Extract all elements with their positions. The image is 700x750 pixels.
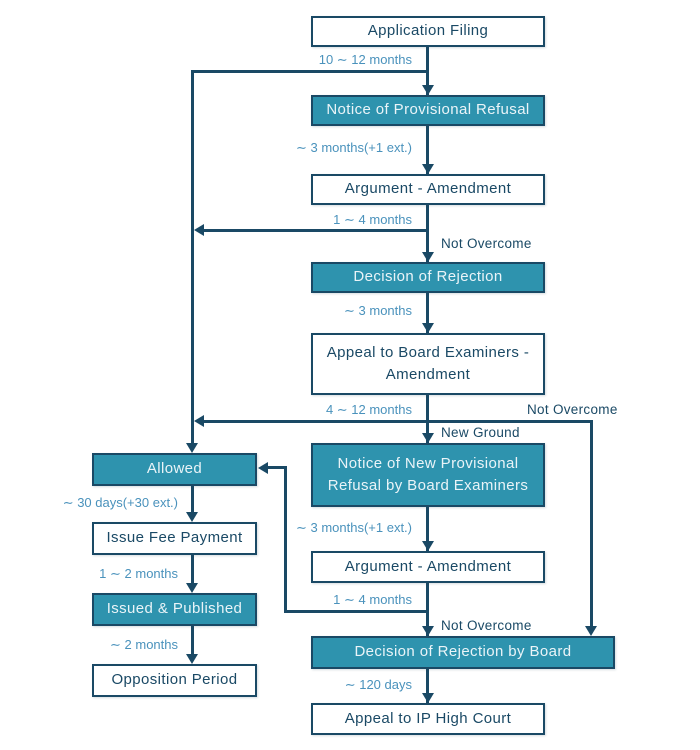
node-label-line2: Refusal by Board Examiners xyxy=(327,477,529,494)
connector-argument2-overcome-up xyxy=(284,466,287,613)
node-label: Decision of Rejection by Board xyxy=(354,643,572,661)
arrow-down-icon xyxy=(186,654,198,664)
node-issued-and-published: Issued & Published xyxy=(92,593,257,626)
node-issue-fee-payment: Issue Fee Payment xyxy=(92,522,257,555)
node-label: Decision of Rejection xyxy=(353,268,503,286)
arrow-down-icon xyxy=(422,626,434,636)
node-label: Notice of Provisional Refusal xyxy=(326,101,530,119)
arrow-down-icon xyxy=(422,252,434,262)
branch-label-not-overcome-3: Not Overcome xyxy=(441,618,532,633)
arrow-down-icon xyxy=(422,693,434,703)
arrow-down-icon xyxy=(422,323,434,333)
arrow-left-icon xyxy=(258,462,268,474)
connector-fee-to-issued xyxy=(191,555,194,585)
connector-argument1-overcome xyxy=(204,229,429,232)
node-opposition-period: Opposition Period xyxy=(92,664,257,697)
branch-label-new-ground: New Ground xyxy=(441,425,520,440)
arrow-down-icon xyxy=(422,164,434,174)
node-notice-of-provisional-refusal: Notice of Provisional Refusal xyxy=(311,95,545,126)
arrow-down-icon xyxy=(422,541,434,551)
edge-label-issued-to-opposition: ∼ 2 months xyxy=(110,637,178,652)
edge-label-refusal-to-argument: ∼ 3 months(+1 ext.) xyxy=(295,140,412,155)
branch-label-not-overcome-1: Not Overcome xyxy=(441,236,532,251)
edge-label-argument-to-decision: 1 ∼ 4 months xyxy=(333,212,412,227)
arrow-down-icon xyxy=(186,443,198,453)
edge-label-fee-to-issued: 1 ∼ 2 months xyxy=(99,566,178,581)
connector-argument1-to-decision xyxy=(426,205,429,262)
node-argument-amendment-1: Argument - Amendment xyxy=(311,174,545,205)
arrow-down-icon xyxy=(585,626,597,636)
node-decision-of-rejection-by-board: Decision of Rejection by Board xyxy=(311,636,615,669)
node-label-line1: Notice of New Provisional xyxy=(337,454,519,472)
edge-label-decision-to-appeal: ∼ 3 months xyxy=(344,303,412,318)
node-label: Allowed xyxy=(146,460,203,478)
node-label: Issued & Published xyxy=(106,600,243,618)
node-label: Application Filing xyxy=(367,22,489,40)
arrow-down-icon xyxy=(422,85,434,95)
connector-argument2-overcome-into-allowed xyxy=(267,466,286,469)
node-label: Issue Fee Payment xyxy=(106,529,243,547)
arrow-down-icon xyxy=(186,512,198,522)
arrow-left-icon xyxy=(194,415,204,427)
connector-issued-to-opposition xyxy=(191,626,194,656)
node-label-line2: Amendment xyxy=(385,366,471,383)
connector-allowed-to-fee xyxy=(191,486,194,514)
arrow-left-icon xyxy=(194,224,204,236)
node-appeal-to-ip-high-court: Appeal to IP High Court xyxy=(311,703,545,735)
node-label-line1: Appeal to Board Examiners - xyxy=(326,343,530,361)
edge-label-allowed-to-fee: ∼ 30 days(+30 ext.) xyxy=(62,495,178,510)
connector-appeal-to-new-refusal xyxy=(426,395,429,443)
edge-label-new-refusal-to-argument2: ∼ 3 months(+1 ext.) xyxy=(295,520,412,535)
connector-filing-branch-left xyxy=(191,70,429,73)
connector-appeal-junction xyxy=(204,420,593,423)
connector-board-decision-to-court xyxy=(426,669,429,703)
node-label: Argument - Amendment xyxy=(344,557,512,575)
branch-label-not-overcome-2: Not Overcome xyxy=(527,402,618,417)
node-label: Argument - Amendment xyxy=(344,180,512,198)
arrow-down-icon xyxy=(186,583,198,593)
edge-label-board-decision-to-court: ∼ 120 days xyxy=(344,677,412,692)
connector-decision-to-appeal xyxy=(426,293,429,333)
edge-label-filing-to-refusal: 10 ∼ 12 months xyxy=(318,52,412,67)
connector-argument2-overcome-bottom xyxy=(284,610,429,613)
arrow-down-icon xyxy=(422,433,434,443)
node-label: Appeal to IP High Court xyxy=(344,709,512,727)
connector-left-trunk xyxy=(191,70,194,445)
node-application-filing: Application Filing xyxy=(311,16,545,47)
node-label: Opposition Period xyxy=(111,671,238,689)
connector-argument2-to-board-decision xyxy=(426,583,429,636)
connector-refusal-to-argument1 xyxy=(426,126,429,174)
connector-not-overcome-right xyxy=(590,420,593,627)
node-argument-amendment-2: Argument - Amendment xyxy=(311,551,545,583)
node-notice-of-new-provisional-refusal: Notice of New Provisional Refusal by Boa… xyxy=(311,443,545,507)
connector-new-refusal-to-argument2 xyxy=(426,507,429,551)
edge-label-argument2-onward: 1 ∼ 4 months xyxy=(333,592,412,607)
edge-label-appeal-onward: 4 ∼ 12 months xyxy=(325,402,412,417)
node-appeal-to-board-examiners: Appeal to Board Examiners - Amendment xyxy=(311,333,545,395)
node-decision-of-rejection: Decision of Rejection xyxy=(311,262,545,293)
node-allowed: Allowed xyxy=(92,453,257,486)
